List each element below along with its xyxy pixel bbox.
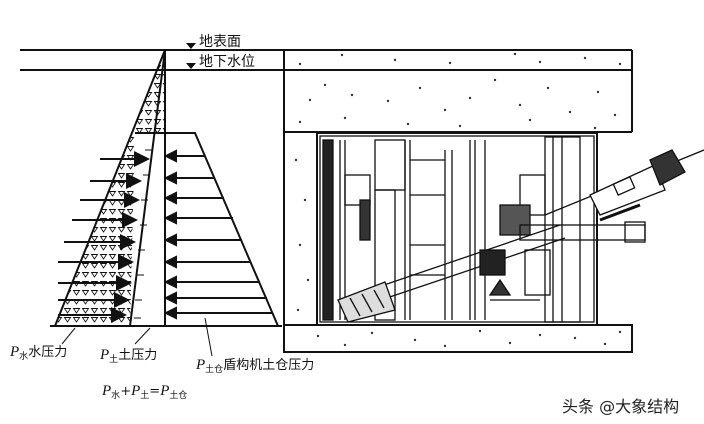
ground-surface-label: 地表面: [199, 34, 241, 50]
soil-pressure-label: P土土压力: [100, 347, 158, 365]
groundwater-level-label: 地下水位: [199, 54, 255, 70]
shield-machine: [316, 132, 704, 326]
soil-speckles: [294, 52, 622, 348]
level-marker-icons: [186, 43, 196, 69]
lower-soil-block: [283, 324, 633, 353]
water-pressure-label: P水水压力: [10, 344, 68, 362]
chamber-pressure-label: P土仓盾构机土仓压力: [196, 357, 315, 375]
pressure-equation: P水+P土=P土仓: [102, 383, 188, 401]
soil-pressure-region: [130, 133, 165, 326]
ground-lines: [20, 49, 632, 71]
pressure-diagram: [50, 49, 282, 357]
watermark: 头条 @大象结构: [562, 397, 680, 416]
